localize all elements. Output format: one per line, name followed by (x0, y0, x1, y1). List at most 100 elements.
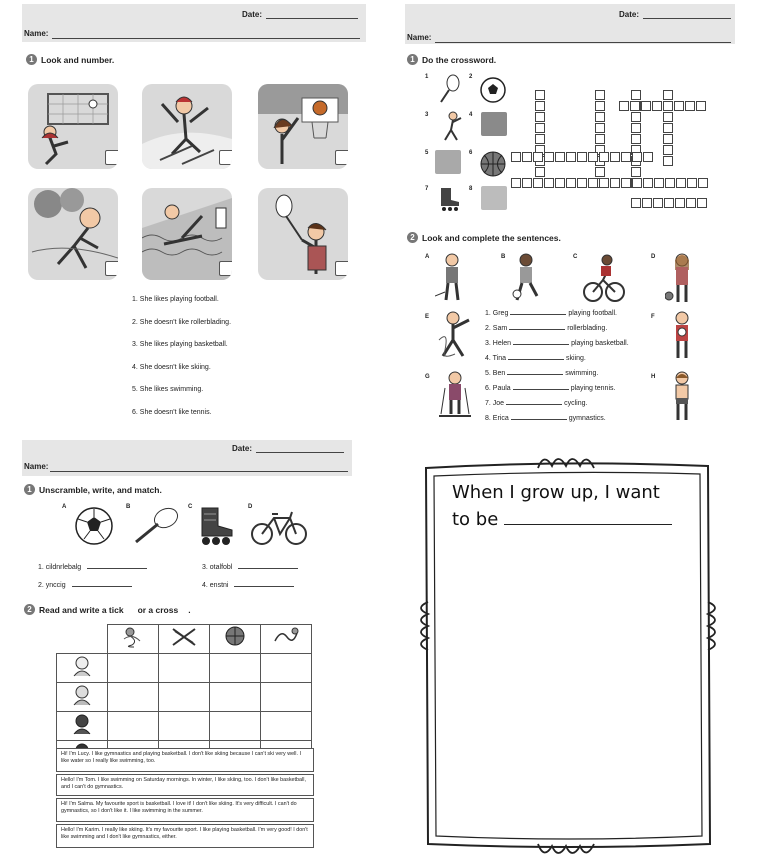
tick-cell[interactable] (158, 682, 210, 712)
crossword-cell[interactable] (686, 198, 696, 208)
crossword-cell[interactable] (595, 167, 605, 177)
tick-cell[interactable] (158, 653, 210, 683)
crossword-cell[interactable] (533, 178, 543, 188)
answer-box[interactable] (105, 150, 118, 165)
answer-blank[interactable] (508, 353, 565, 360)
answer-blank[interactable] (87, 562, 148, 569)
crossword-cell[interactable] (663, 101, 673, 111)
crossword-cell[interactable] (522, 178, 532, 188)
answer-blank[interactable] (71, 580, 132, 587)
crossword-cell[interactable] (697, 198, 707, 208)
crossword-cell[interactable] (653, 198, 663, 208)
crossword-cell[interactable] (577, 152, 587, 162)
crossword-cell[interactable] (652, 101, 662, 111)
crossword-cell[interactable] (566, 178, 576, 188)
crossword-cell[interactable] (621, 152, 631, 162)
crossword-cell[interactable] (642, 198, 652, 208)
crossword-cell[interactable] (544, 178, 554, 188)
answer-blank[interactable] (234, 580, 295, 587)
crossword-cell[interactable] (522, 152, 532, 162)
answer-blank[interactable] (507, 368, 564, 375)
crossword-cell[interactable] (535, 134, 545, 144)
crossword-cell[interactable] (631, 123, 641, 133)
tick-cell[interactable] (209, 711, 261, 741)
crossword-cell[interactable] (630, 101, 640, 111)
crossword-cell[interactable] (595, 112, 605, 122)
tick-cell[interactable] (209, 653, 261, 683)
crossword-cell[interactable] (663, 112, 673, 122)
crossword-cell[interactable] (555, 178, 565, 188)
crossword-cell[interactable] (631, 134, 641, 144)
answer-blank[interactable] (506, 398, 563, 405)
crossword-cell[interactable] (641, 101, 651, 111)
crossword-cell[interactable] (643, 178, 653, 188)
tick-cell[interactable] (260, 711, 312, 741)
crossword-cell[interactable] (663, 156, 673, 166)
crossword-cell[interactable] (674, 101, 684, 111)
crossword-cell[interactable] (544, 152, 554, 162)
answer-box[interactable] (219, 261, 232, 276)
answer-blank[interactable] (512, 383, 569, 390)
crossword-cell[interactable] (675, 198, 685, 208)
crossword-cell[interactable] (595, 134, 605, 144)
crossword-cell[interactable] (599, 178, 609, 188)
crossword-cell[interactable] (610, 178, 620, 188)
crossword-cell[interactable] (698, 178, 708, 188)
crossword-cell[interactable] (535, 90, 545, 100)
crossword-cell[interactable] (595, 90, 605, 100)
crossword-cell[interactable] (588, 178, 598, 188)
crossword-cell[interactable] (663, 134, 673, 144)
answer-blank[interactable] (238, 562, 299, 569)
crossword-cell[interactable] (632, 152, 642, 162)
crossword-cell[interactable] (631, 167, 641, 177)
crossword-cell[interactable] (631, 90, 641, 100)
tick-cell[interactable] (209, 682, 261, 712)
answer-box[interactable] (335, 150, 348, 165)
crossword-cell[interactable] (610, 152, 620, 162)
crossword-cell[interactable] (595, 123, 605, 133)
answer-box[interactable] (335, 261, 348, 276)
crossword-cell[interactable] (663, 123, 673, 133)
crossword-cell[interactable] (631, 198, 641, 208)
crossword-cell[interactable] (595, 101, 605, 111)
crossword-cell[interactable] (535, 101, 545, 111)
crossword-cell[interactable] (676, 178, 686, 188)
crossword-cell[interactable] (621, 178, 631, 188)
crossword-cell[interactable] (632, 178, 642, 188)
answer-blank[interactable] (510, 413, 567, 420)
crossword-cell[interactable] (599, 152, 609, 162)
answer-blank[interactable] (504, 510, 673, 525)
tick-cell[interactable] (260, 653, 312, 683)
crossword-cell[interactable] (535, 123, 545, 133)
tick-cell[interactable] (260, 682, 312, 712)
crossword-cell[interactable] (631, 112, 641, 122)
crossword-cell[interactable] (619, 101, 629, 111)
crossword-cell[interactable] (533, 152, 543, 162)
crossword-cell[interactable] (687, 178, 697, 188)
crossword-cell[interactable] (511, 178, 521, 188)
crossword-cell[interactable] (535, 167, 545, 177)
tick-cell[interactable] (158, 711, 210, 741)
crossword-cell[interactable] (511, 152, 521, 162)
answer-blank[interactable] (510, 308, 567, 315)
tick-cell[interactable] (107, 711, 159, 741)
answer-box[interactable] (219, 150, 232, 165)
crossword-cell[interactable] (588, 152, 598, 162)
tick-cell[interactable] (107, 682, 159, 712)
crossword-cell[interactable] (663, 145, 673, 155)
crossword-cell[interactable] (535, 112, 545, 122)
answer-blank[interactable] (509, 323, 566, 330)
crossword-cell[interactable] (566, 152, 576, 162)
crossword-cell[interactable] (643, 152, 653, 162)
crossword-grid[interactable] (405, 4, 735, 244)
crossword-cell[interactable] (685, 101, 695, 111)
answer-box[interactable] (105, 261, 118, 276)
crossword-cell[interactable] (663, 90, 673, 100)
crossword-cell[interactable] (555, 152, 565, 162)
crossword-cell[interactable] (654, 178, 664, 188)
crossword-cell[interactable] (665, 178, 675, 188)
tick-cell[interactable] (107, 653, 159, 683)
answer-blank[interactable] (513, 338, 570, 345)
crossword-cell[interactable] (664, 198, 674, 208)
crossword-cell[interactable] (577, 178, 587, 188)
